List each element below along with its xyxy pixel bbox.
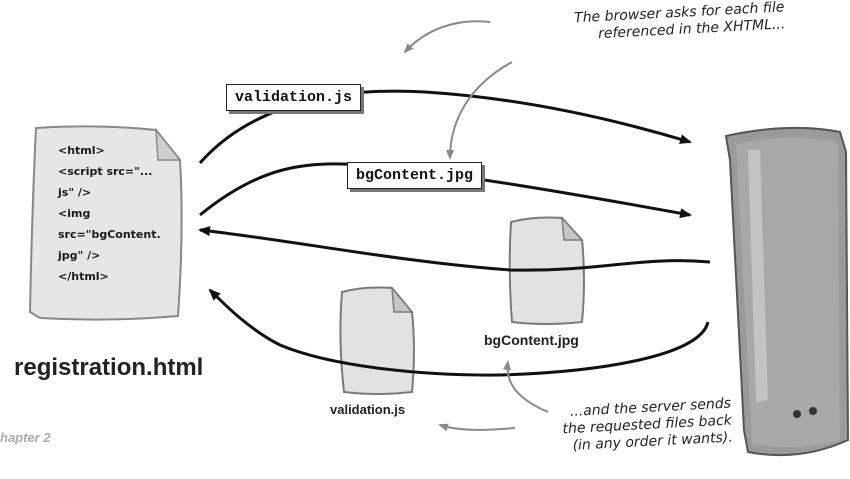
response-arrow-validation <box>208 288 710 377</box>
code-line: </html> <box>58 270 109 283</box>
bottom-note-arrow-2 <box>438 423 516 432</box>
source-code-lines: <html> <script src="... js" /> <img src=… <box>58 140 161 287</box>
chapter-footer: hapter 2 <box>0 430 51 445</box>
source-filename: registration.html <box>14 354 204 381</box>
request-arrow-validation <box>198 89 692 164</box>
top-note-arrow-1 <box>403 20 491 54</box>
code-line: <script src="... <box>58 165 153 178</box>
code-line: jpg" /> <box>58 249 101 262</box>
source-page-document <box>28 125 183 321</box>
bottom-note-arrow-1 <box>503 360 549 413</box>
validation-file-icon <box>339 285 415 395</box>
code-line: <html> <box>58 144 105 157</box>
response-caption-bgcontent: bgContent.jpg <box>484 332 579 348</box>
server-tower <box>724 126 850 457</box>
request-label-bgcontent: bgContent.jpg <box>347 162 483 189</box>
top-note-arrow-2 <box>446 61 513 160</box>
response-caption-validation: validation.js <box>330 402 406 417</box>
code-line: <img <box>58 207 91 220</box>
code-line: js" /> <box>58 186 92 199</box>
code-line: src="bgContent. <box>58 228 161 241</box>
response-arrow-bgcontent <box>198 226 711 272</box>
request-label-validation: validation.js <box>226 84 362 111</box>
